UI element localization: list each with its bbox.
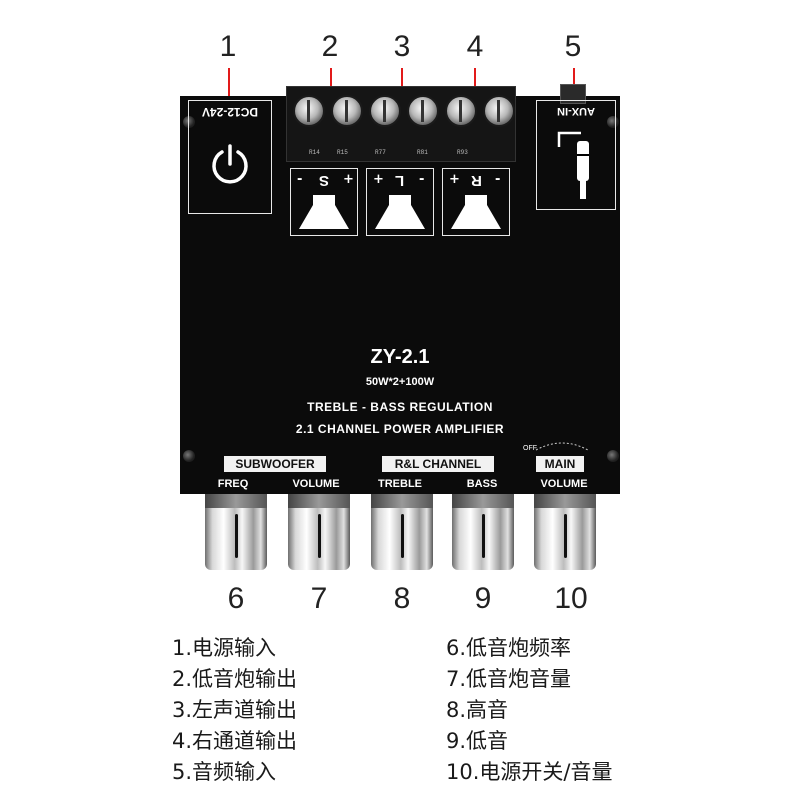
volume-arc-icon [535, 442, 589, 451]
legend-item: 1.电源输入 [172, 636, 277, 660]
screw-icon [183, 116, 195, 128]
group-label-rl-channel: R&L CHANNEL [382, 456, 494, 472]
terminal-screw[interactable] [369, 95, 401, 127]
terminal-code: R14 [309, 149, 320, 156]
off-label: OFF [523, 445, 537, 452]
model-title: ZY-2.1 [370, 346, 430, 368]
speaker-output-subwoofer: - S + [290, 168, 358, 236]
plus-label: + [449, 172, 460, 187]
terminal-screw[interactable] [407, 95, 439, 127]
aux-label: AUX-IN [557, 105, 595, 117]
knob-label-sub-volume: VOLUME [292, 478, 340, 490]
callout-1: 1 [219, 30, 237, 63]
legend-item: 2.低音炮输出 [172, 667, 298, 691]
plus-label: + [373, 172, 384, 187]
minus-label: - [297, 172, 303, 187]
main-volume-knob[interactable] [534, 494, 596, 570]
group-label-main: MAIN [536, 456, 584, 472]
legend-item: 4.右通道输出 [172, 729, 298, 753]
speaker-icon [451, 195, 501, 229]
callout-6: 6 [227, 582, 245, 615]
aux-jack-socket[interactable] [560, 84, 586, 104]
terminal-code: R81 [417, 149, 428, 156]
terminal-code: R93 [457, 149, 468, 156]
knob-label-freq: FREQ [217, 478, 249, 490]
plus-label: + [343, 172, 354, 187]
pointer-1 [228, 68, 230, 112]
group-label-subwoofer: SUBWOOFER [224, 456, 326, 472]
channel-letter: L [395, 172, 405, 189]
callout-9: 9 [474, 582, 492, 615]
screw-icon [607, 116, 619, 128]
knob-label-bass: BASS [466, 478, 498, 490]
legend-item: 3.左声道输出 [172, 698, 298, 722]
legend-item: 10.电源开关/音量 [446, 760, 613, 784]
spec-line-2: 2.1 CHANNEL POWER AMPLIFIER [295, 422, 505, 436]
sub-volume-knob[interactable] [288, 494, 350, 570]
treble-knob[interactable] [371, 494, 433, 570]
minus-label: - [495, 172, 501, 187]
callout-5: 5 [564, 30, 582, 63]
legend-item: 6.低音炮频率 [446, 636, 572, 660]
legend-item: 5.音频输入 [172, 760, 277, 784]
terminal-code: R15 [337, 149, 348, 156]
speaker-icon [299, 195, 349, 229]
minus-label: - [419, 172, 425, 187]
screw-icon [183, 450, 195, 462]
power-rating: 50W*2+100W [365, 376, 435, 388]
callout-4: 4 [466, 30, 484, 63]
terminal-screw[interactable] [445, 95, 477, 127]
knob-label-treble: TREBLE [378, 478, 422, 490]
freq-knob[interactable] [205, 494, 267, 570]
power-icon [212, 144, 248, 184]
knob-label-main-volume: VOLUME [540, 478, 588, 490]
pointer-2 [330, 68, 332, 102]
speaker-terminal-block[interactable]: R14 R15 R77 R81 R93 [286, 86, 516, 162]
channel-letter: S [319, 172, 330, 189]
screw-icon [607, 450, 619, 462]
callout-3: 3 [393, 30, 411, 63]
pointer-4 [474, 68, 476, 102]
callout-2: 2 [321, 30, 339, 63]
aux-input-panel: AUX-IN [536, 100, 616, 210]
bass-knob[interactable] [452, 494, 514, 570]
channel-letter: R [471, 172, 482, 189]
audio-jack-icon [557, 131, 589, 199]
callout-10: 10 [554, 582, 588, 615]
legend-item: 8.高音 [446, 698, 509, 722]
speaker-icon [375, 195, 425, 229]
legend-item: 7.低音炮音量 [446, 667, 572, 691]
callout-7: 7 [310, 582, 328, 615]
terminal-screw[interactable] [293, 95, 325, 127]
speaker-output-right: + R - [442, 168, 510, 236]
terminal-code: R77 [375, 149, 386, 156]
amplifier-board [180, 96, 620, 494]
terminal-screw[interactable] [483, 95, 515, 127]
legend-item: 9.低音 [446, 729, 509, 753]
terminal-screw[interactable] [331, 95, 363, 127]
callout-8: 8 [393, 582, 411, 615]
pointer-3 [401, 68, 403, 102]
power-label: DC12-24V [201, 105, 259, 119]
power-input-panel: DC12-24V [188, 100, 272, 214]
spec-line-1: TREBLE - BASS REGULATION [307, 400, 493, 414]
speaker-output-left: + L - [366, 168, 434, 236]
